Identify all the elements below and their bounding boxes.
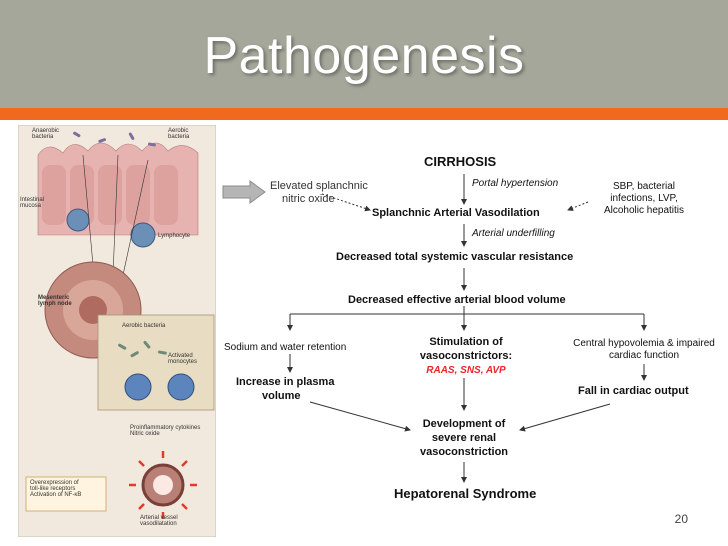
label-anaerobic-bacteria: Anaerobic bacteria xyxy=(32,128,60,140)
node-fall-cardiac-output: Fall in cardiac output xyxy=(578,385,689,397)
label-aerobic-bacteria-inset: Aerobic bacteria xyxy=(122,323,166,329)
gut-translocation-illustration: Anaerobic bacteria Aerobic bacteria Inte… xyxy=(17,124,217,538)
label-activated-monocytes: Activated monocytes xyxy=(168,353,198,365)
node-cirrhosis: CIRRHOSIS xyxy=(424,154,497,169)
node-elevated-no-line2: nitric oxide xyxy=(282,193,335,205)
label-lymphocyte: Lymphocyte xyxy=(158,233,191,239)
node-decreased-svr: Decreased total systemic vascular resist… xyxy=(336,251,574,263)
node-plasma-line2: volume xyxy=(262,390,301,402)
label-arterial-underfilling: Arterial underfilling xyxy=(472,228,555,239)
node-stimulation-line1: Stimulation of xyxy=(429,336,503,348)
node-sbp-line3: Alcoholic hepatitis xyxy=(603,205,685,216)
node-central-hypovolemia-line1: Central hypovolemia & impaired xyxy=(573,338,715,349)
node-renal-line3: vasoconstriction xyxy=(419,446,509,458)
pointer-arrow-icon xyxy=(222,180,266,204)
flow-connectors xyxy=(287,174,647,483)
node-splanchnic-vasodilation: Splanchnic Arterial Vasodilation xyxy=(372,207,540,219)
node-renal-line2: severe renal xyxy=(431,432,497,444)
label-intestinal-mucosa: Intestinal mucosa xyxy=(20,197,45,209)
node-raas-sns-avp: RAAS, SNS, AVP xyxy=(426,365,506,376)
node-sodium-water-retention: Sodium and water retention xyxy=(224,342,347,353)
slide-header: Pathogenesis xyxy=(0,0,728,108)
label-mesenteric-lymph-node: Mesenteric lymph node xyxy=(38,295,72,307)
node-renal-line1: Development of xyxy=(422,418,506,430)
node-decreased-eabv: Decreased effective arterial blood volum… xyxy=(348,294,566,306)
node-sbp-line1: SBP, bacterial xyxy=(612,181,676,192)
label-proinflammatory: Proinflammatory cytokines Nitric oxide xyxy=(130,425,201,437)
label-portal-hypertension: Portal hypertension xyxy=(472,178,559,189)
node-elevated-no-line1: Elevated splanchnic xyxy=(270,180,368,192)
node-sbp-line2: infections, LVP, xyxy=(610,193,678,204)
accent-bar xyxy=(0,108,728,120)
slide-title: Pathogenesis xyxy=(203,27,525,85)
node-central-hypovolemia-line2: cardiac function xyxy=(608,350,680,361)
pathogenesis-flowchart: CIRRHOSIS Portal hypertension Elevated s… xyxy=(220,140,720,520)
node-plasma-line1: Increase in plasma xyxy=(236,376,335,388)
label-aerobic-bacteria: Aerobic bacteria xyxy=(168,128,190,140)
node-hepatorenal-syndrome: Hepatorenal Syndrome xyxy=(394,486,537,501)
page-number: 20 xyxy=(674,512,688,526)
label-overexpression: Overexpression of toll-like receptors Ac… xyxy=(30,480,82,498)
node-stimulation-line2: vasoconstrictors: xyxy=(419,350,513,362)
label-arterial-vessel: Arterial vessel vasodilatation xyxy=(140,515,178,527)
